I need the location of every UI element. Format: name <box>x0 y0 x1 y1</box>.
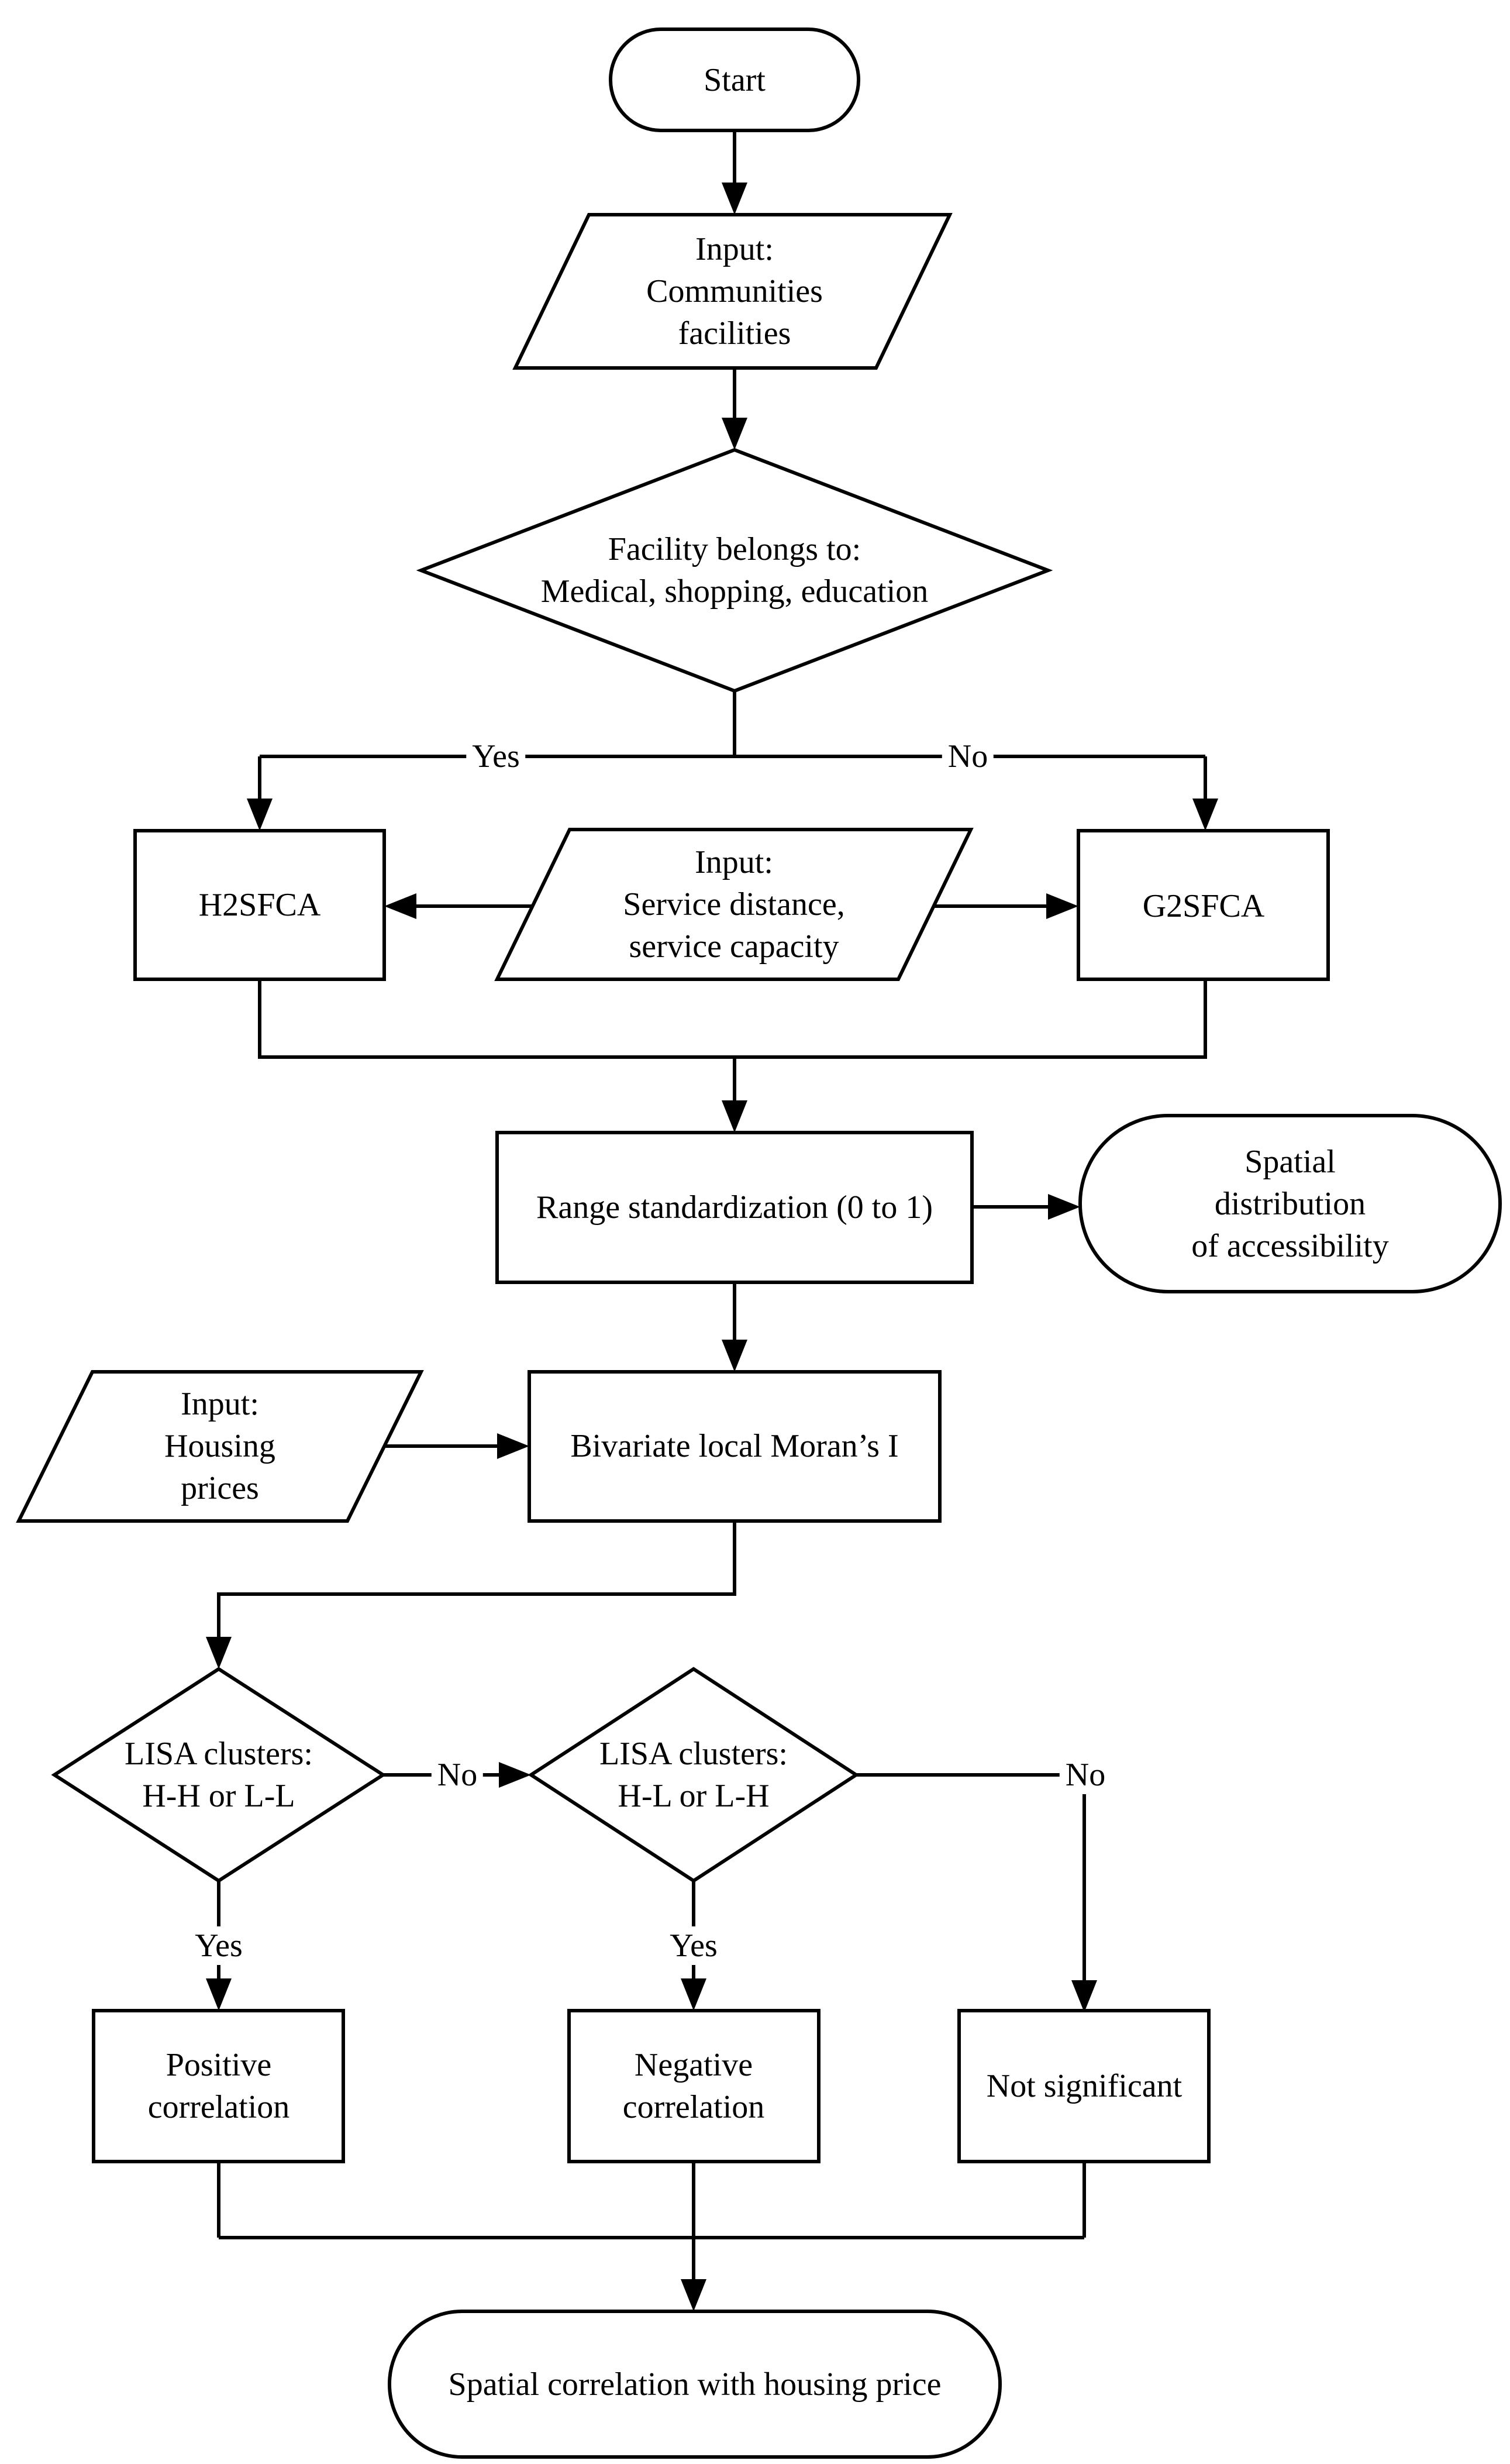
arrowhead-into-range-standardization <box>722 1100 747 1133</box>
arrowhead-into-lisa-hh-ll <box>206 1637 232 1669</box>
arrowhead-into-h2sfca-right <box>384 893 416 919</box>
g2sfca-box-shape <box>1077 829 1330 981</box>
arrowhead-into-spatial-distribution <box>1048 1194 1080 1220</box>
lisa-hh-ll-label: LISA clusters: H-H or L-L <box>125 1736 313 1814</box>
edge-label-no-between-diamonds: No <box>431 1756 484 1794</box>
spatial-distribution-label: Spatial distribution of accessibility <box>1191 1144 1389 1264</box>
g2sfca-label: G2SFCA <box>1142 888 1265 924</box>
input-communities-label: Input: Communities facilities <box>646 231 823 352</box>
spatial-correlation-label: Spatial correlation with housing price <box>448 2366 942 2403</box>
arrowhead-into-bivariate-moran <box>722 1340 747 1372</box>
edge-h2sfca-g2sfca-merge <box>258 979 1207 1059</box>
range-standardization-label: Range standardization (0 to 1) <box>536 1189 933 1226</box>
negative-correlation-label: Negative correlation <box>622 2047 765 2125</box>
h2sfca-label: H2SFCA <box>198 887 321 923</box>
input-housing-label: Input: Housing prices <box>164 1386 275 1506</box>
input-service-parallelogram-shape <box>494 828 974 981</box>
positive-correlation-box-shape <box>92 2009 345 2163</box>
positive-correlation-label: Positive correlation <box>147 2047 290 2125</box>
edge-label-no-right: No <box>942 737 994 776</box>
arrowhead-into-h2sfca <box>247 799 273 831</box>
edge-bivariate-to-lisa-hh-ll <box>217 1521 736 1639</box>
bivariate-moran-label: Bivariate local Moran’s I <box>570 1428 899 1464</box>
arrowhead-into-negative <box>681 1978 706 2011</box>
lisa-hl-lh-label: LISA clusters: H-L or L-H <box>599 1736 788 1814</box>
edge-label-yes-negative: Yes <box>664 1926 723 1965</box>
arrowhead-into-g2sfca <box>1192 799 1218 831</box>
start-label: Start <box>704 62 766 98</box>
arrowhead-into-positive <box>206 1978 232 2011</box>
spatial-distribution-terminator-shape <box>1078 1114 1502 1293</box>
negative-correlation-box-shape <box>567 2009 820 2163</box>
arrowhead-into-not-significant <box>1071 1980 1097 2012</box>
input-communities-parallelogram-shape <box>512 213 953 370</box>
facility-decision-label: Facility belongs to: Medical, shopping, … <box>540 531 929 610</box>
arrowhead-into-lisa-hl-lh <box>499 1762 531 1788</box>
input-housing-parallelogram-shape <box>16 1370 424 1523</box>
edge-label-yes-left: Yes <box>466 737 526 776</box>
not-significant-label: Not significant <box>986 2068 1183 2104</box>
input-service-label: Input: Service distance, service capacit… <box>623 844 845 965</box>
arrowhead-into-spatial-correlation <box>681 2279 706 2311</box>
spatial-correlation-terminator-shape <box>388 2310 1002 2459</box>
arrowhead-into-g2sfca-left <box>1046 893 1078 919</box>
arrowhead-into-bivariate-left <box>497 1433 529 1459</box>
arrowhead-into-input-communities <box>722 183 747 215</box>
arrowhead-into-facility-decision <box>722 418 747 450</box>
edge-label-no-far-right: No <box>1059 1756 1112 1794</box>
edge-label-yes-positive: Yes <box>189 1926 249 1965</box>
edge-lisa-hl-lh-to-not-significant <box>856 1773 1086 1982</box>
